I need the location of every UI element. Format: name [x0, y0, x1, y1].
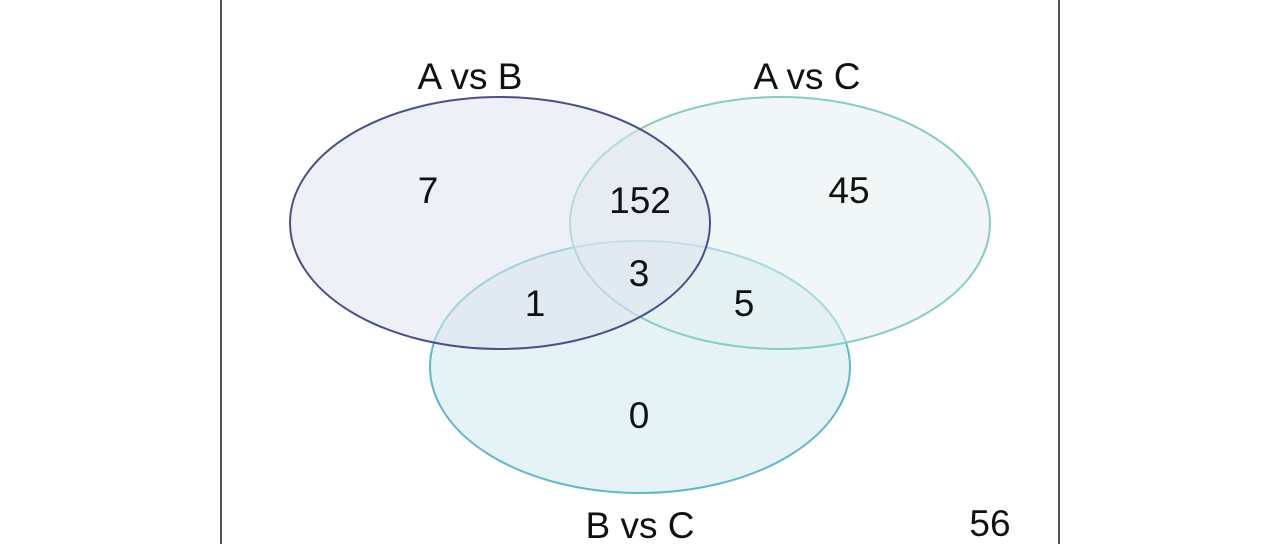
- set-label-a-vs-c: A vs C: [754, 56, 861, 97]
- count-a-only: 7: [418, 170, 439, 211]
- ellipse-a-vs-b: [289, 96, 711, 350]
- count-outside: 56: [969, 503, 1010, 544]
- set-label-a-vs-b: A vs B: [418, 56, 523, 97]
- set-label-b-vs-c: B vs C: [586, 505, 695, 544]
- count-b-only: 0: [629, 395, 650, 436]
- count-c-only: 45: [828, 170, 869, 211]
- count-a-and-b: 1: [525, 283, 546, 324]
- count-b-and-c: 5: [734, 283, 755, 324]
- count-a-b-c: 3: [629, 253, 650, 294]
- count-a-and-c: 152: [609, 180, 671, 221]
